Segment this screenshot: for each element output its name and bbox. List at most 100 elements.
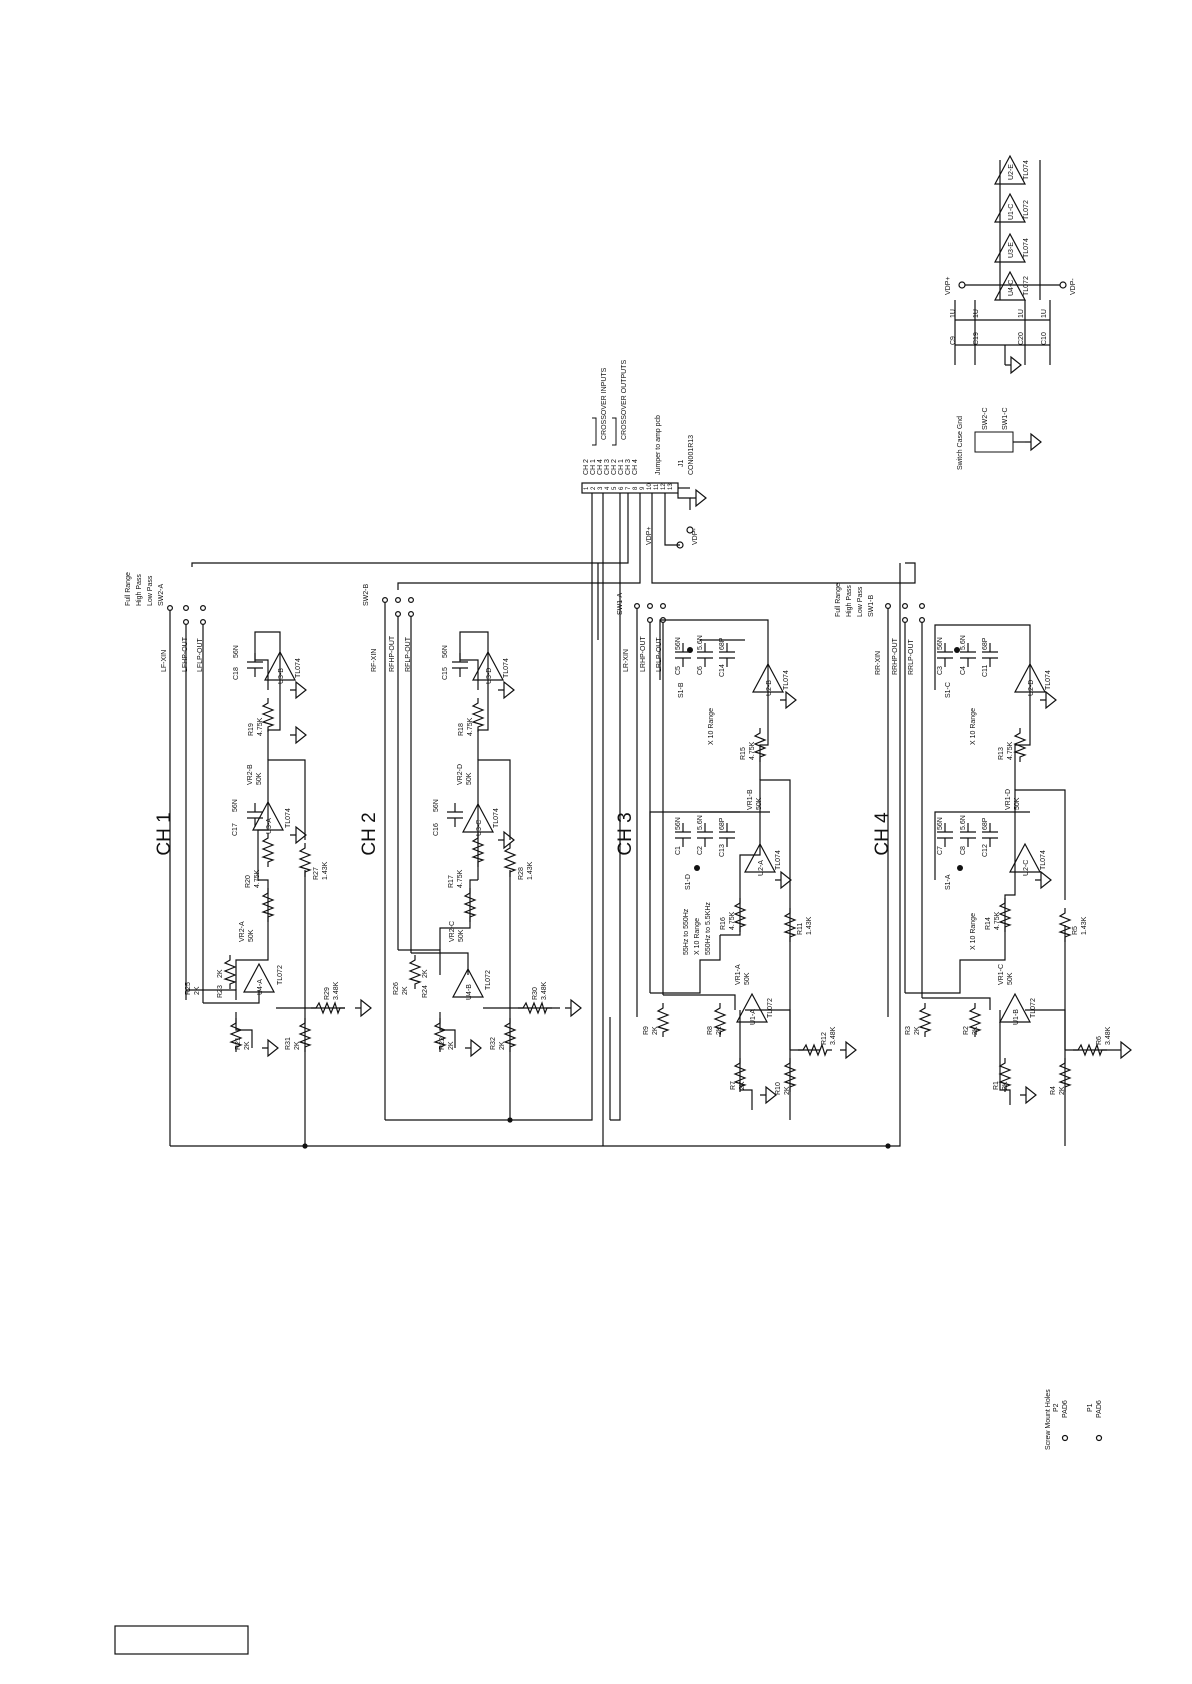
j1-pin-num-4: 4 xyxy=(605,486,611,490)
ch4-r14-val: 4.75K xyxy=(994,911,1001,930)
ch4-s1c-ref: S1-C xyxy=(945,682,952,698)
ch2-r24-val: 2K xyxy=(422,969,429,978)
j1-pin-label-4: CH 3 xyxy=(604,459,611,475)
ch4-r3-val: 2K xyxy=(914,1026,921,1035)
power-section: VDP+ VDP- U2-E TL074 U1-C TL072 U3-E TL0… xyxy=(945,155,1077,374)
ch3-r12-ref: R12 xyxy=(821,1032,828,1045)
ch2-vr2d-ref: VR2-D xyxy=(457,764,464,785)
ch4-c12-ref: C12 xyxy=(982,844,989,857)
ch2-section: SW2-B RF-XIN RFHP-OUT RFLP-OUT xyxy=(363,584,582,1123)
ch4-section: Full Range High Pass Low Pass SW1-B RR-X… xyxy=(835,583,1132,1149)
ch3-switch: SW1-A xyxy=(617,593,624,616)
power-u4c-val: TL072 xyxy=(1023,276,1030,296)
ch3-r8-val: 2K xyxy=(716,1026,723,1035)
power-c10-val: 1U xyxy=(1041,309,1048,318)
j1-pin-num-5: 5 xyxy=(612,486,618,490)
ch2-r18-ref: R18 xyxy=(458,723,465,736)
ch3-r7-val: 2K xyxy=(739,1081,746,1090)
ch4-r3-ref: R3 xyxy=(905,1026,912,1035)
screw-mount-holes: Screw Mount Holes P2 PAD6 P1 PAD6 xyxy=(1045,1389,1103,1450)
j1-pin-num-6: 6 xyxy=(619,486,625,490)
j1-pin-label-1: CH 2 xyxy=(583,459,590,475)
ch3-r16-ref: R16 xyxy=(720,917,727,930)
ch4-vr1c-val: 50K xyxy=(1007,972,1014,985)
j1-pin-num-10: 10 xyxy=(647,483,653,490)
j1-pin-label-2: CH 1 xyxy=(590,459,597,475)
j1-pin-label-5: CH 2 xyxy=(611,459,618,475)
ch1-r31-ref: R31 xyxy=(285,1037,292,1050)
ch3-section: SW1-A LR-XIN LRHP-OUT LRLP-OUT xyxy=(617,593,857,1120)
ch1-u4a-ref: U4-A xyxy=(257,979,264,995)
ch1-vr2b-val: 50K xyxy=(256,772,263,785)
ch2-r28-val: 1.43K xyxy=(527,861,534,880)
ch4-switch: SW1-B xyxy=(868,595,875,618)
ch4-c7-ref: C7 xyxy=(937,846,944,855)
ch3-c1-val: 56N xyxy=(675,817,682,830)
ch3-c5-val: 56N xyxy=(675,637,682,650)
channel-title-ch4: CH 4 xyxy=(872,812,893,856)
ch1-r21-ref: R21 xyxy=(235,1037,242,1050)
ch1-c18-val: 56N xyxy=(233,645,240,658)
ch4-r13-ref: R13 xyxy=(998,747,1005,760)
switch-case-label: Switch Case Gnd xyxy=(957,416,964,470)
j1-pin-num-2: 2 xyxy=(591,486,597,490)
ch3-r9-ref: R9 xyxy=(643,1026,650,1035)
ch2-r26-ref: R26 xyxy=(393,982,400,995)
ch4-mode-high: High Pass xyxy=(846,585,853,617)
ch3-vr1b-ref: VR1-B xyxy=(747,789,754,810)
ch4-u2c-ref: U2-C xyxy=(1023,860,1030,876)
ch1-mode-full: Full Range xyxy=(125,572,132,606)
ch3-freq-note-3: 550Hz to 5.5KHz xyxy=(705,902,712,955)
ch4-r1-val: 2K xyxy=(1002,1081,1009,1090)
ch3-r12-val: 3.48K xyxy=(830,1026,837,1045)
ch4-c3-val: 56N xyxy=(937,637,944,650)
j1-pin-num-7: 7 xyxy=(626,486,632,490)
ch2-vr2d-val: 50K xyxy=(466,772,473,785)
ch4-r14-ref: R14 xyxy=(985,917,992,930)
ch4-range-note-1: X 10 Range xyxy=(970,708,977,745)
j1-jumper-note: Jumper to amp pcb xyxy=(655,415,662,475)
power-c9-ref: C9 xyxy=(950,336,957,345)
ch4-r2-val: 2K xyxy=(972,1026,979,1035)
ch4-vr1c-ref: VR1-C xyxy=(998,964,1005,985)
channel-title-ch3: CH 3 xyxy=(615,812,636,855)
bus-wires xyxy=(169,493,916,1147)
power-c19-val: 1U xyxy=(973,309,980,318)
ch3-r9-val: 2K xyxy=(652,1026,659,1035)
ch4-c8-val: 5.6N xyxy=(960,815,967,830)
ch1-net-xin: LF-XIN xyxy=(161,650,168,672)
ch4-u2d-val: TL074 xyxy=(1045,670,1052,690)
ch4-c4-ref: C4 xyxy=(960,666,967,675)
ch3-r10-val: 2K xyxy=(784,1086,791,1095)
ch3-u2b-val: TL074 xyxy=(783,670,790,690)
ch4-c12-val: 68P xyxy=(982,817,989,830)
ch4-vr1d-ref: VR1-D xyxy=(1005,789,1012,810)
ch1-r29-ref: R29 xyxy=(324,987,331,1000)
ch4-c7-val: 56N xyxy=(937,817,944,830)
ch4-r2-ref: R2 xyxy=(963,1026,970,1035)
ch2-r26-val: 2K xyxy=(402,986,409,995)
ch3-c5-ref: C5 xyxy=(675,666,682,675)
ch4-r4-ref: R4 xyxy=(1050,1086,1057,1095)
ch1-c18-ref: C18 xyxy=(233,667,240,680)
ch1-u4a-val: TL072 xyxy=(277,965,284,985)
ch1-u3b-ref: U3-B xyxy=(278,668,285,684)
ch3-u1a-ref: U1-A xyxy=(750,1009,757,1025)
ch4-r5-ref: R5 xyxy=(1072,926,1079,935)
ch1-u3b-val: TL074 xyxy=(295,658,302,678)
ch2-r22-val: 2K xyxy=(448,1041,455,1050)
j1-pin-label-8: CH 4 xyxy=(632,459,639,475)
title-box xyxy=(114,1625,249,1655)
ch3-r16-val: 4.75K xyxy=(729,911,736,930)
ch3-u2b-ref: U2-B xyxy=(766,680,773,696)
ch2-r32-ref: R32 xyxy=(490,1037,497,1050)
ch2-c15-ref: C15 xyxy=(442,667,449,680)
j1-pin-num-9: 9 xyxy=(640,486,646,490)
ch1-r19-ref: R19 xyxy=(248,723,255,736)
ch2-r28-ref: R28 xyxy=(518,867,525,880)
ch1-mode-low: Low Pass xyxy=(147,575,154,606)
ch1-switch: SW2-A xyxy=(158,584,165,607)
ch3-s1d-ref: S1-D xyxy=(685,874,692,890)
ch3-freq-note-2: X 10 Range xyxy=(694,918,701,955)
ch2-r17-ref: R17 xyxy=(448,875,455,888)
